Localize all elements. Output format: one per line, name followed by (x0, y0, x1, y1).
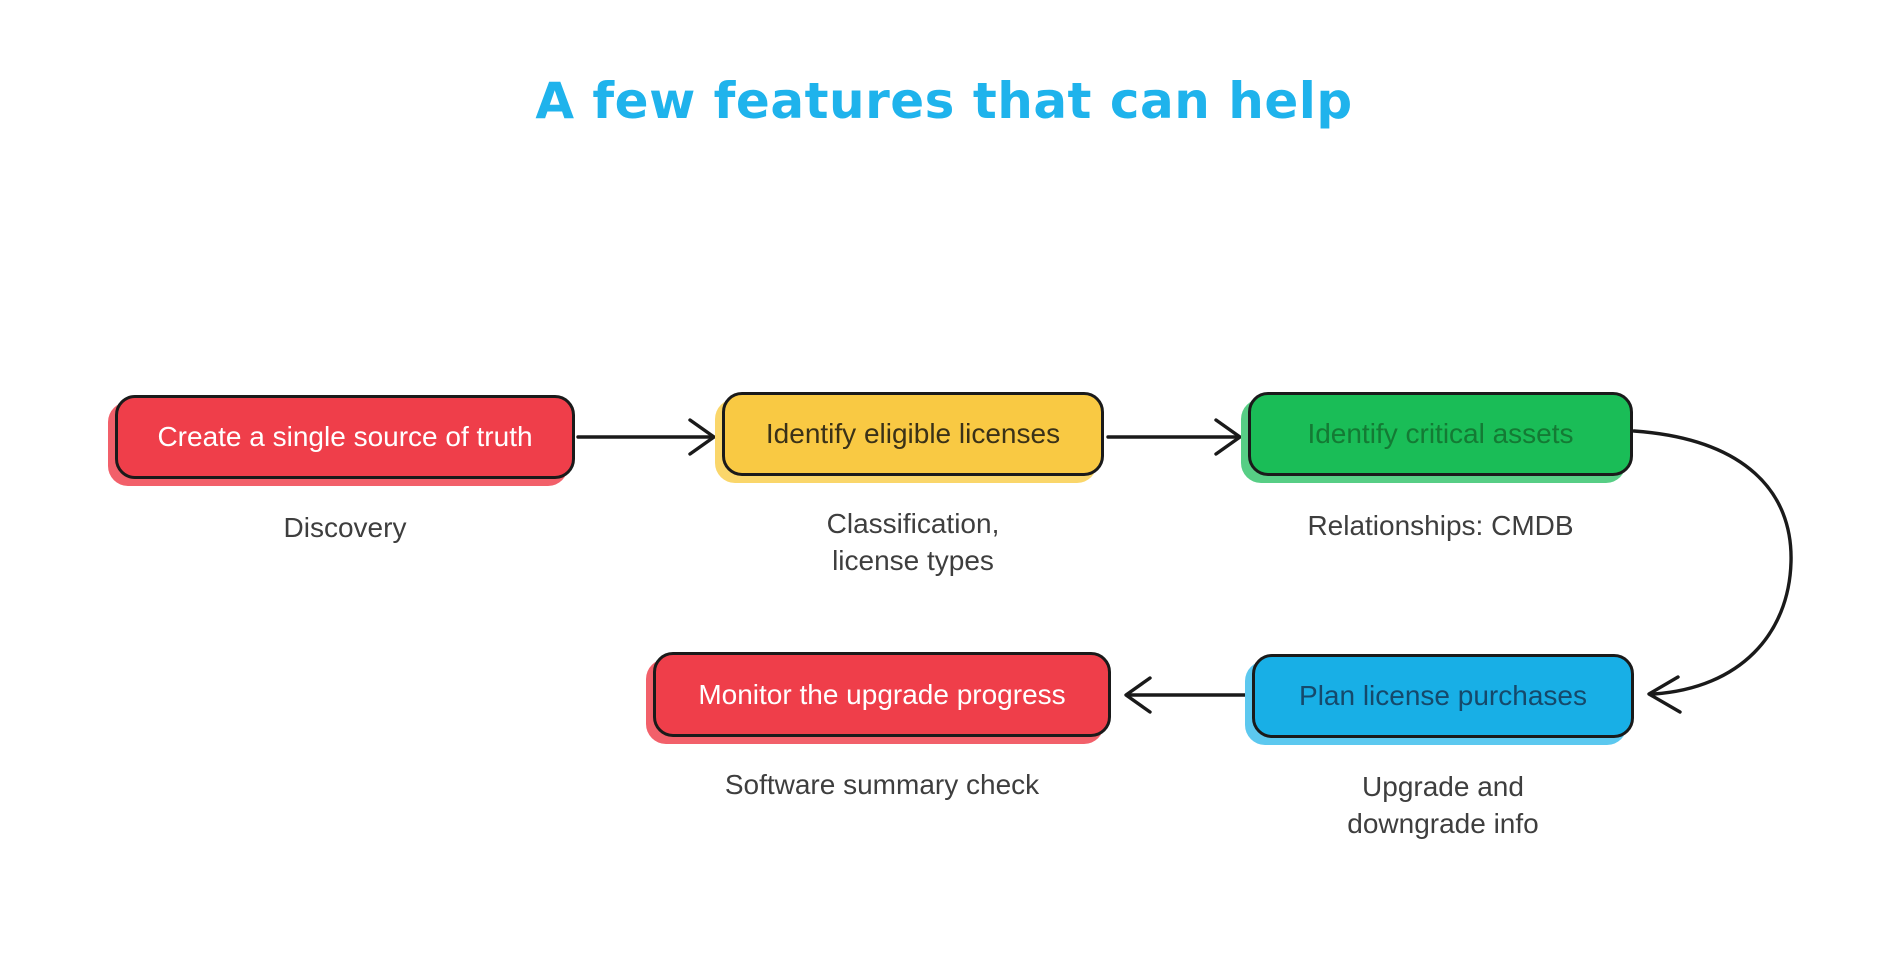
arrowhead-left-icon (1124, 676, 1152, 714)
node-identify-eligible-licenses: Identify eligible licenses (722, 392, 1104, 476)
node-monitor-upgrade-progress: Monitor the upgrade progress (653, 652, 1111, 737)
arrow-create-to-identify-licenses (576, 418, 716, 456)
node-plan-license-purchases: Plan license purchases (1252, 654, 1634, 738)
node-label: Monitor the upgrade progress (698, 678, 1066, 710)
node-label: Identify eligible licenses (765, 418, 1061, 449)
node-label: Create a single source of truth (157, 421, 533, 452)
node-label: Plan license purchases (1299, 680, 1587, 711)
caption-line: downgrade info (1347, 807, 1539, 839)
arrowhead-left-icon (1647, 675, 1682, 714)
caption-line: Classification, (826, 508, 1000, 539)
caption-line: Discovery (283, 512, 407, 543)
caption-upgrade-downgrade-info: Upgrade and downgrade info (1252, 769, 1634, 843)
arrow-critical-assets-to-plan-purchases-curve (1632, 429, 1793, 714)
caption-line: Software summary check (724, 769, 1040, 800)
arrow-curve (1632, 429, 1793, 696)
caption-line: Relationships: CMDB (1307, 510, 1574, 541)
arrowhead-right-icon (688, 418, 716, 456)
node-label: Identify critical assets (1307, 418, 1574, 449)
caption-discovery: Discovery (115, 510, 575, 547)
caption-line: license types (832, 544, 994, 576)
caption-relationships-cmdb: Relationships: CMDB (1248, 508, 1633, 545)
caption-line: Upgrade and (1362, 771, 1524, 802)
caption-classification-license-types: Classification, license types (722, 506, 1104, 580)
diagram-title: A few features that can help (535, 72, 1353, 130)
arrow-plan-purchases-to-monitor (1124, 676, 1252, 714)
arrowhead-right-icon (1214, 418, 1242, 456)
node-identify-critical-assets: Identify critical assets (1248, 392, 1633, 476)
arrow-identify-licenses-to-critical-assets (1106, 418, 1242, 456)
node-create-single-source-of-truth: Create a single source of truth (115, 395, 575, 479)
caption-software-summary-check: Software summary check (653, 767, 1111, 804)
